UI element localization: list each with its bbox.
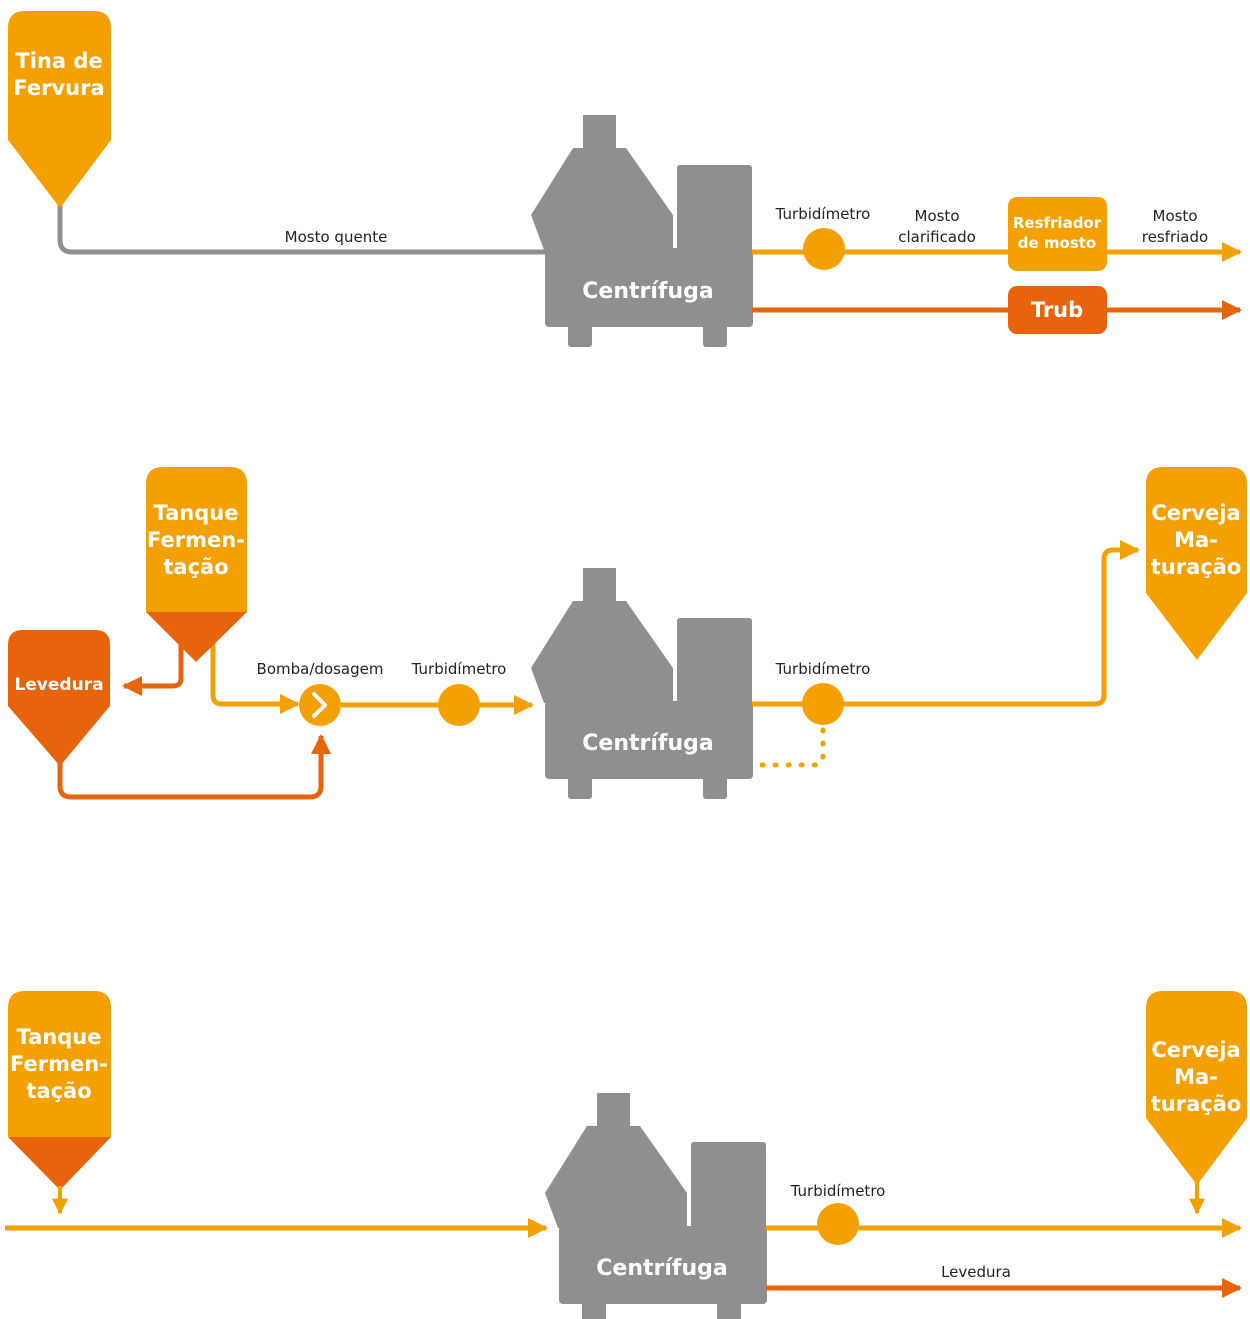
turbidimeter-1 [803, 228, 845, 270]
pump-label: Bomba/dosagem [257, 660, 384, 678]
diagram-beer-clarification: Tanque Fermen- tação Centrífuga Turbidím… [5, 991, 1247, 1319]
centrifuge-3 [545, 1093, 767, 1319]
fermenter-2-label-3: tação [163, 555, 228, 579]
clarified-label-2: clarificado [898, 228, 976, 246]
turbidimeter-2-out [802, 683, 844, 725]
fermenter-2-label-2: Fermen- [147, 528, 245, 552]
beer-3-label-1: Cerveja [1151, 1038, 1240, 1062]
wort-cooler-box [1008, 197, 1107, 271]
boil-kettle-label-2: Fervura [13, 76, 104, 100]
cooled-label-2: resfriado [1142, 228, 1208, 246]
centrifuge-1-label: Centrífuga [582, 279, 713, 304]
pump-chevron-icon [312, 692, 327, 718]
fermenter-to-pump-line [210, 640, 300, 714]
boil-kettle-tank [8, 11, 111, 208]
wort-cooler-label-1: Resfriador [1013, 214, 1102, 232]
dosing-pump[interactable] [299, 684, 341, 726]
wort-cooler-label-2: de mosto [1018, 234, 1096, 252]
turbidimeter-2-in [438, 684, 480, 726]
clarified-label-1: Mosto [915, 207, 960, 225]
turbidimeter-3-label: Turbidímetro [790, 1182, 886, 1200]
yeast-label: Levedura [14, 675, 103, 695]
fermenter-3-label-2: Fermen- [10, 1052, 108, 1076]
diagram-yeast-dosing: Tanque Fermen- tação Levedura Bomba/dosa… [8, 467, 1247, 800]
turbidimeter-2-out-label: Turbidímetro [775, 660, 871, 678]
fermenter-tank-2 [146, 467, 247, 612]
boil-kettle-label-1: Tina de [15, 49, 102, 73]
centrifuge-2 [531, 568, 753, 799]
fermenter-3-label-1: Tanque [17, 1025, 102, 1049]
beer-2-label-3: turação [1151, 555, 1242, 579]
centrifuge-1 [531, 115, 753, 347]
fermenter-3-label-3: tação [26, 1079, 91, 1103]
centrifuge-3-label: Centrífuga [596, 1256, 727, 1281]
turbidimeter-2-in-label: Turbidímetro [411, 660, 507, 678]
diagram-wort-clarification: Tina de Fervura Mosto quente Centrífuga … [8, 11, 1242, 347]
beer-2-label-1: Cerveja [1151, 501, 1240, 525]
turbidimeter-1-label: Turbidímetro [775, 205, 871, 223]
fermenter-tank-2-cone [146, 612, 247, 662]
fermenter-tank-3 [8, 991, 111, 1137]
beer-3-label-2: Ma- [1174, 1065, 1218, 1089]
trub-box [1008, 286, 1107, 334]
turbidimeter-3 [817, 1203, 859, 1245]
hot-wort-line [57, 205, 550, 255]
trub-label: Trub [1031, 298, 1083, 322]
hot-wort-label: Mosto quente [285, 228, 388, 246]
centrifuge-to-beer-line [752, 540, 1140, 707]
beer-maturation-tank-3 [1146, 991, 1247, 1185]
fermenter-tank-3-cone [8, 1137, 111, 1190]
fermenter-to-yeast-line [122, 640, 184, 696]
beer-maturation-tank-2 [1146, 467, 1247, 660]
turbidimeter-feedback-line [757, 727, 826, 768]
beer-2-label-2: Ma- [1174, 528, 1218, 552]
yeast-to-pump-line [57, 734, 331, 800]
centrifuge-2-label: Centrífuga [582, 731, 713, 756]
fermenter-2-label-1: Tanque [154, 501, 239, 525]
yeast-tank [8, 630, 110, 766]
beer-3-label-3: turação [1151, 1092, 1242, 1116]
yeast-outlet-label: Levedura [941, 1263, 1011, 1281]
cooled-label-1: Mosto [1153, 207, 1198, 225]
